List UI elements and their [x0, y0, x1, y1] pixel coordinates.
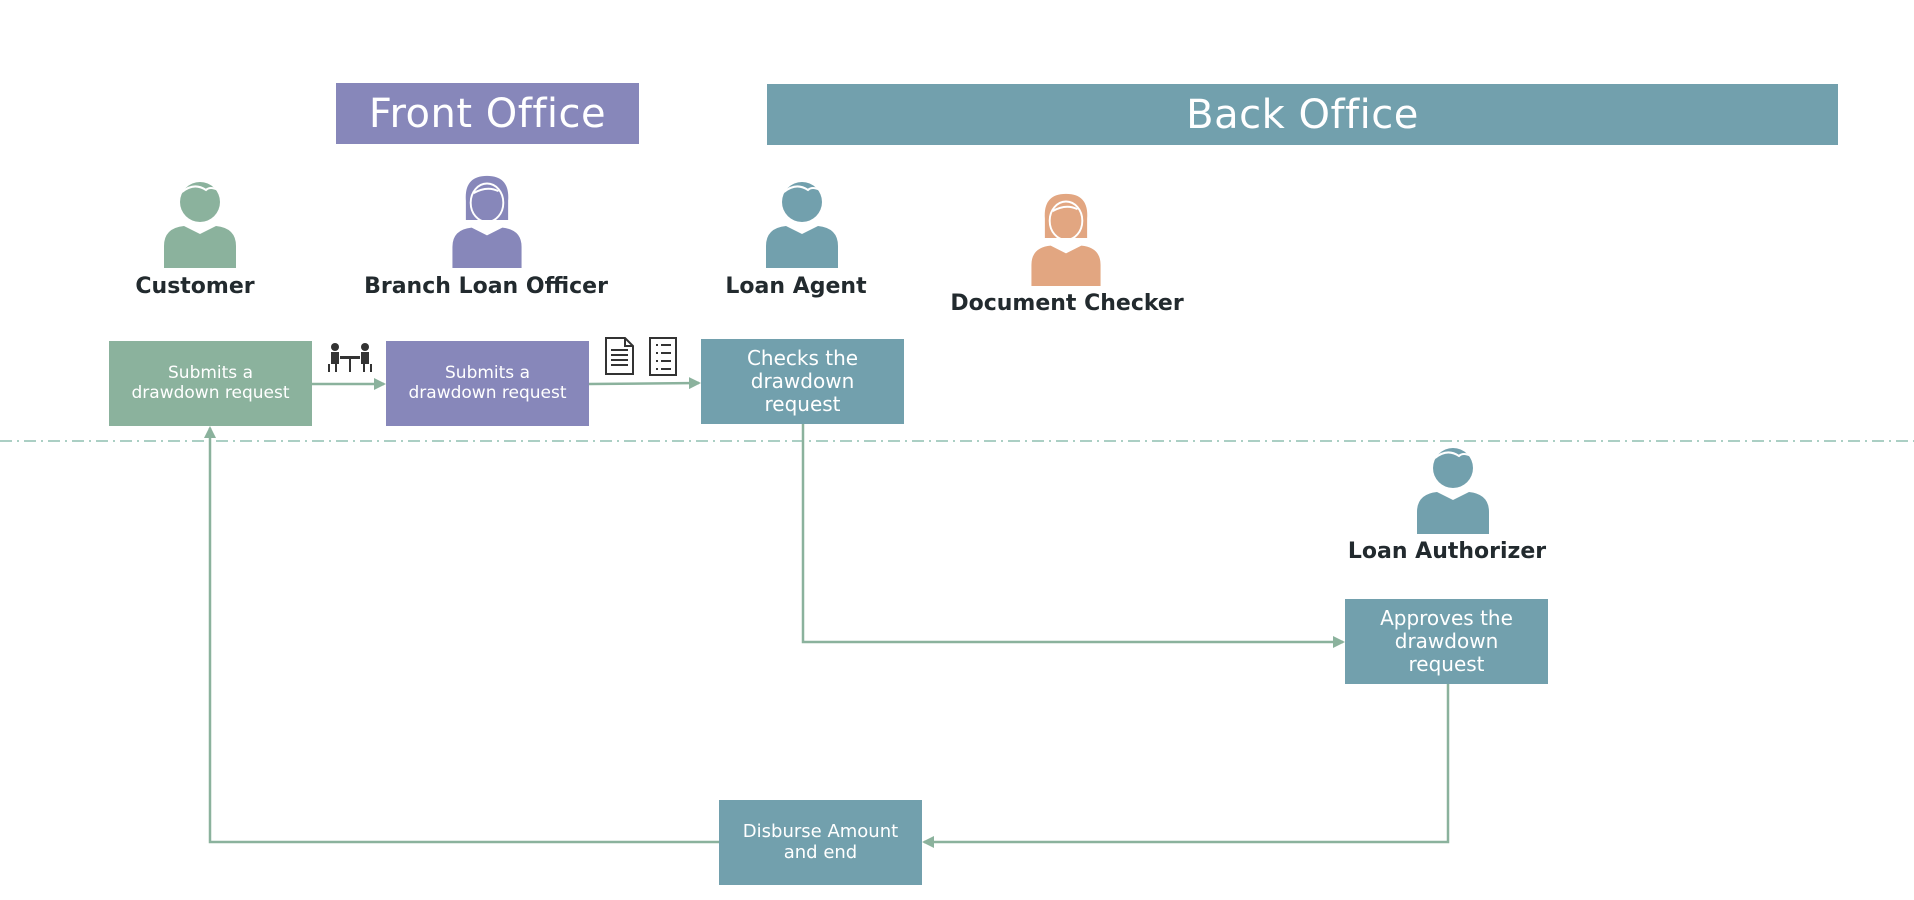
- actor-label-document-checker: Document Checker: [950, 291, 1184, 316]
- connector-agent-to-authorizer: [801, 424, 1345, 648]
- connector-disburse-to-customer: [204, 426, 719, 844]
- step-authorizer-approve-label: Approves the drawdown request: [1380, 606, 1513, 676]
- step-customer-submit: Submits a drawdown request: [109, 341, 312, 426]
- front-office-title: Front Office: [368, 90, 607, 137]
- document-icon: [605, 337, 634, 375]
- connector-authorizer-to-disburse: [922, 684, 1450, 848]
- front-office-header: Front Office: [336, 83, 639, 144]
- actor-label-loan-agent: Loan Agent: [725, 274, 867, 299]
- actor-label-customer: Customer: [135, 274, 255, 299]
- document-checker-icon: [1030, 192, 1102, 286]
- branch-loan-officer-icon: [451, 174, 523, 268]
- step-agent-check-label: Checks the drawdown request: [746, 346, 859, 416]
- step-disburse-label: Disburse Amount and end: [742, 820, 899, 863]
- actor-label-branch-loan-officer: Branch Loan Officer: [364, 274, 608, 299]
- step-agent-check: Checks the drawdown request: [701, 339, 904, 424]
- back-office-title: Back Office: [1186, 91, 1419, 138]
- connector-officer-to-agent: [588, 377, 701, 390]
- customer-icon: [163, 181, 237, 268]
- checklist-icon: [649, 337, 677, 376]
- loan-authorizer-icon: [1416, 447, 1490, 534]
- step-officer-submit-label: Submits a drawdown request: [408, 362, 567, 403]
- actor-label-loan-authorizer: Loan Authorizer: [1347, 539, 1547, 564]
- step-officer-submit: Submits a drawdown request: [386, 341, 589, 426]
- step-disburse: Disburse Amount and end: [719, 800, 922, 885]
- back-office-header: Back Office: [767, 84, 1838, 145]
- meeting-icon: [328, 343, 372, 372]
- step-customer-submit-label: Submits a drawdown request: [131, 362, 290, 403]
- step-authorizer-approve: Approves the drawdown request: [1345, 599, 1548, 684]
- loan-agent-icon: [765, 181, 839, 268]
